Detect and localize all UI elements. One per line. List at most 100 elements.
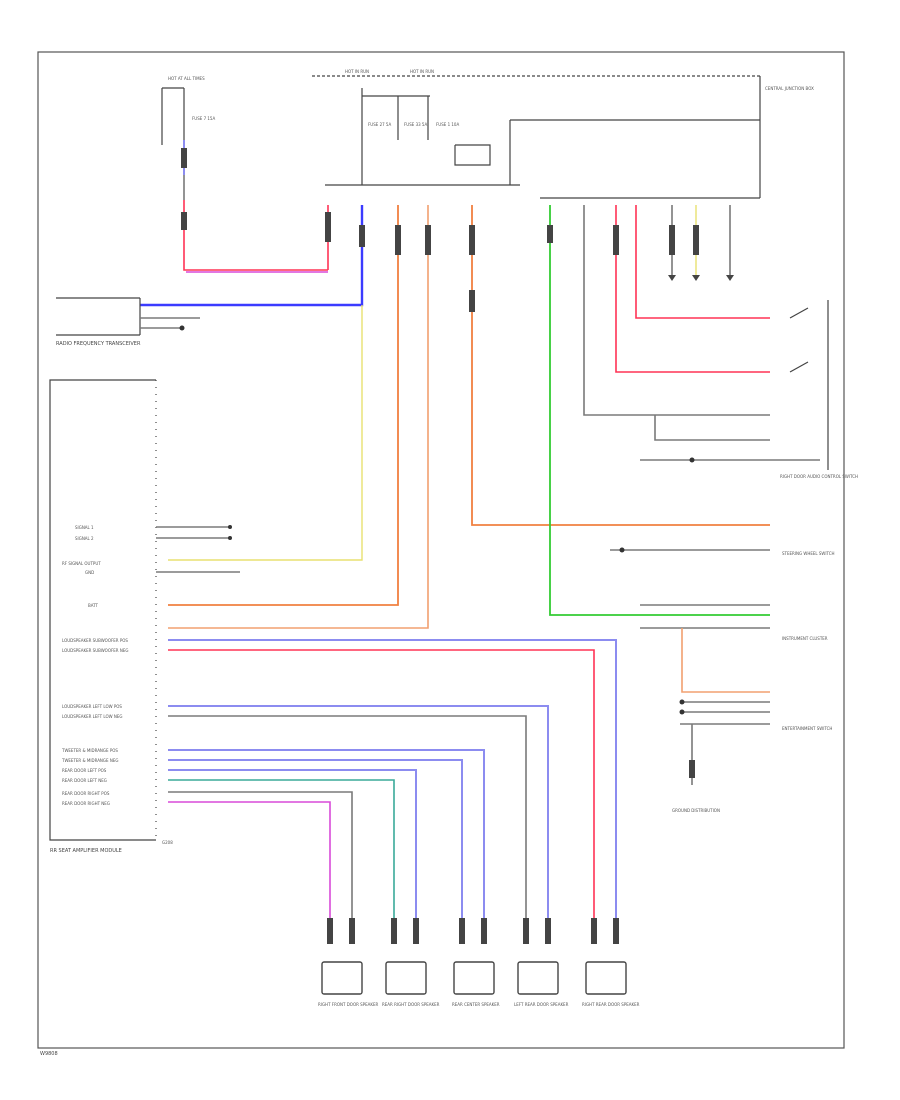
fuse-label-4: FUSE 1 10A: [436, 122, 459, 127]
rf-module-name: RADIO FREQUENCY TRANSCEIVER: [56, 341, 141, 347]
connector-v1: [181, 212, 187, 230]
arrow-2: [692, 275, 700, 281]
spk-wire-5: [168, 749, 485, 920]
left-pin-1: LOUDSPEAKER SUBWOOFER POS: [62, 638, 128, 643]
page-tag: W9808: [40, 1051, 58, 1057]
arrow-3: [726, 275, 734, 281]
fuse-label-1: FUSE 7 15A: [192, 116, 215, 121]
upper-pin-5: BATT: [88, 603, 99, 608]
right-module-4: ENTERTAINMENT SWITCH: [782, 726, 832, 731]
right-dot-460: [689, 457, 695, 463]
spk-conn-4a: [523, 918, 529, 944]
right-orange-low: [681, 628, 770, 693]
amp-module: RR SEAT AMPLIFIER MODULE G208 SIGNAL 1 S…: [49, 379, 240, 854]
relay-outline: [454, 144, 491, 166]
wire-orange-right: [471, 205, 770, 526]
connector-v11: [469, 290, 475, 312]
spk-conn-2a: [391, 918, 397, 944]
spk-conn-3a: [459, 918, 465, 944]
left-pin-7: REAR DOOR LEFT POS: [62, 768, 107, 773]
spk-conn-5b: [613, 918, 619, 944]
right-module-2: STEERING WHEEL SWITCH: [782, 551, 835, 556]
left-pin-9: REAR DOOR RIGHT POS: [62, 791, 110, 796]
left-pin-6: TWEETER & MIDRANGE NEG: [61, 758, 118, 763]
left-pin-4: LOUDSPEAKER LEFT LOW NEG: [62, 714, 122, 719]
connector-v10: [693, 225, 699, 255]
speaker-3-label: REAR CENTER SPEAKER: [452, 1002, 500, 1007]
connector-v7: [547, 225, 553, 243]
speaker-4: [517, 961, 559, 995]
diagram-frame: [37, 51, 845, 1049]
spk-conn-1b: [349, 918, 355, 944]
connector-v12: [181, 148, 187, 168]
wire-lorange-down: [168, 205, 429, 629]
wire-orange-batt: [168, 205, 399, 606]
spk-wire-10: [168, 801, 331, 920]
rf-transceiver: RADIO FREQUENCY TRANSCEIVER: [56, 297, 200, 347]
connector-v2: [325, 212, 331, 242]
fuse-label-3: FUSE 33 5A: [404, 122, 427, 127]
wire-green: [549, 205, 770, 616]
wire-red-right-1: [635, 205, 770, 319]
spk-conn-5a: [591, 918, 597, 944]
spk-wire-3: [168, 705, 549, 920]
speaker-3: [453, 961, 495, 995]
rf-dot: [179, 325, 185, 331]
speaker-5: [585, 961, 627, 995]
fuse-section: HOT AT ALL TIMES HOT IN RUN HOT IN RUN C…: [161, 69, 814, 199]
connector-v5: [425, 225, 431, 255]
spk-wire-6: [168, 759, 463, 920]
connector-v9: [669, 225, 675, 255]
spk-wire-8: [168, 779, 395, 920]
top-label-2: HOT IN RUN: [345, 69, 369, 74]
spk-wire-9: [168, 791, 353, 920]
speaker-4-label: LEFT REAR DOOR SPEAKER: [514, 1002, 569, 1007]
spk-conn-2b: [413, 918, 419, 944]
upper-pin-1: SIGNAL 1: [75, 525, 94, 530]
left-pin-8: REAR DOOR LEFT NEG: [62, 778, 107, 783]
switch-1: [789, 307, 809, 319]
top-label-3: HOT IN RUN: [410, 69, 434, 74]
right-module-3: INSTRUMENT CLUSTER: [782, 636, 828, 641]
wire-yellow-rfsig: [168, 305, 363, 561]
amp-module-outline: [49, 379, 156, 841]
pin-dot-1: [228, 525, 232, 529]
connector-v3: [359, 225, 365, 247]
speakers: RIGHT FRONT DOOR SPEAKER REAR RIGHT DOOR…: [318, 918, 640, 1007]
right-modules: RIGHT DOOR AUDIO CONTROL SWITCH STEERING…: [610, 275, 858, 813]
top-label-1: HOT AT ALL TIMES: [168, 76, 205, 81]
amp-module-name: RR SEAT AMPLIFIER MODULE: [50, 848, 122, 854]
wire-fuse1-red: [183, 200, 328, 271]
spk-wire-1: [168, 639, 617, 920]
wire-red-right-2: [615, 205, 770, 373]
right-dot-712: [679, 709, 685, 715]
left-pin-5: TWEETER & MIDRANGE POS: [61, 748, 118, 753]
speaker-2-label: REAR RIGHT DOOR SPEAKER: [382, 1002, 440, 1007]
fuse-label-2: FUSE 27 5A: [368, 122, 391, 127]
spk-conn-1a: [327, 918, 333, 944]
pin-dot-2: [228, 536, 232, 540]
wire-gray-right-2: [654, 415, 770, 441]
arrow-1: [668, 275, 676, 281]
speaker-1-label: RIGHT FRONT DOOR SPEAKER: [318, 1002, 379, 1007]
spk-conn-4b: [545, 918, 551, 944]
connector-v8: [613, 225, 619, 255]
speaker-5-label: RIGHT REAR DOOR SPEAKER: [582, 1002, 640, 1007]
right-dot-702: [679, 699, 685, 705]
wire-gray-right-1: [583, 205, 770, 416]
speaker-2: [385, 961, 427, 995]
top-label-4: CENTRAL JUNCTION BOX: [765, 86, 814, 91]
right-dot-550: [619, 547, 625, 553]
upper-pin-3: RF SIGNAL OUTPUT: [62, 561, 101, 566]
left-pin-10: REAR DOOR RIGHT NEG: [62, 801, 110, 806]
spk-wire-4: [168, 715, 527, 920]
right-module-5: GROUND DISTRIBUTION: [672, 808, 720, 813]
upper-pin-2: SIGNAL 2: [75, 536, 94, 541]
spk-wire-2: [168, 649, 595, 920]
left-pin-2: LOUDSPEAKER SUBWOOFER NEG: [62, 648, 128, 653]
upper-pin-4: GND: [85, 570, 94, 575]
connector-v6: [469, 225, 475, 255]
spk-conn-3b: [481, 918, 487, 944]
speaker-wires: [168, 639, 617, 920]
